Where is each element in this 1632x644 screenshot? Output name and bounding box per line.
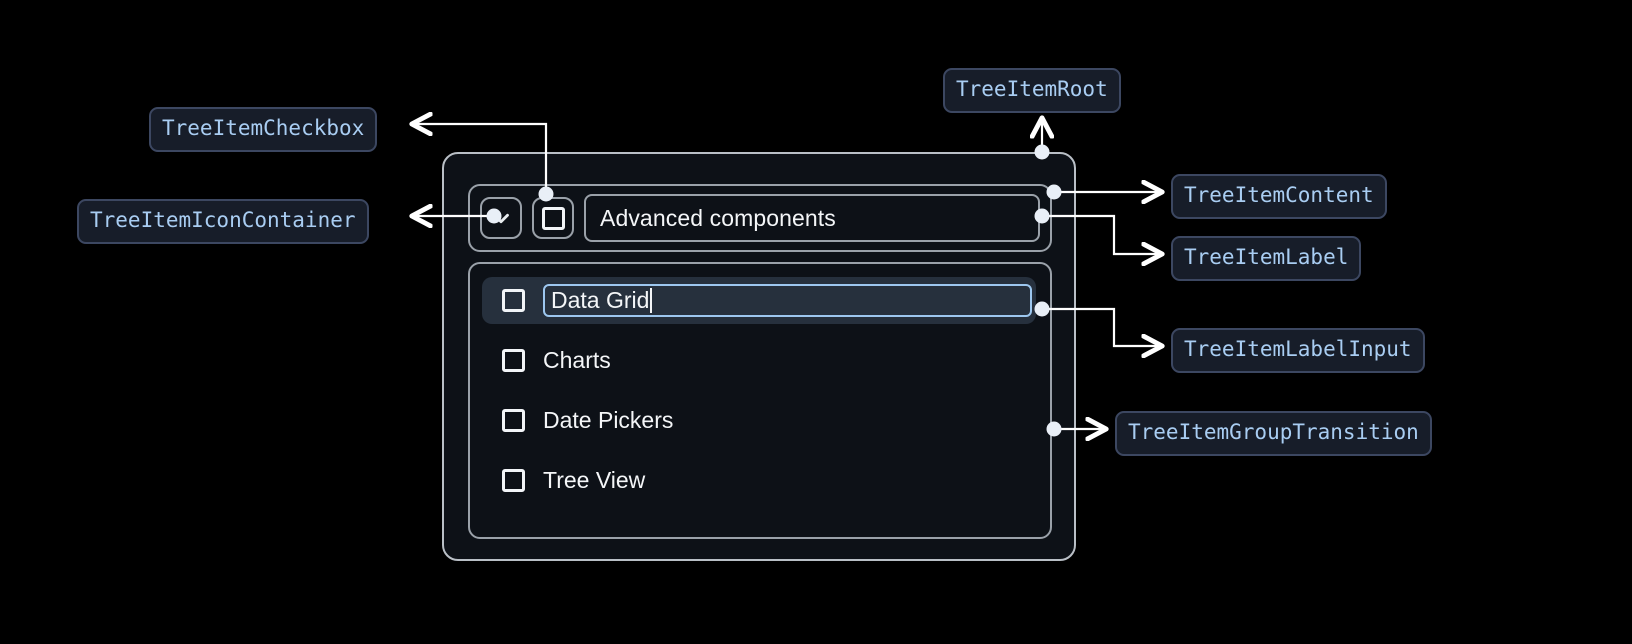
checkbox-square-icon[interactable]: [502, 349, 525, 372]
tree-row[interactable]: Data Grid: [482, 277, 1036, 324]
tree-item-content[interactable]: Advanced components: [468, 184, 1052, 252]
tree-item-label: Charts: [543, 347, 611, 373]
tree-item-label-text: Advanced components: [600, 204, 836, 231]
annotation-badge-tree-item-label[interactable]: TreeItemLabel: [1171, 236, 1362, 281]
tree-item-icon-container[interactable]: [480, 197, 522, 239]
annotation-badge-tree-item-icon-container[interactable]: TreeItemIconContainer: [77, 199, 369, 244]
tree-row[interactable]: Date Pickers: [470, 397, 1050, 444]
tree-item-label: Date Pickers: [543, 407, 674, 433]
tree-item-checkbox[interactable]: [532, 197, 574, 239]
checkbox-square-icon[interactable]: [502, 289, 525, 312]
tree-item-label-input[interactable]: Data Grid: [543, 284, 1032, 317]
tree-item-label[interactable]: Advanced components: [584, 194, 1040, 242]
text-caret: [650, 288, 653, 313]
tree-row[interactable]: Tree View: [470, 457, 1050, 504]
label-input-value: Data Grid: [551, 287, 650, 313]
annotation-badge-tree-item-label-input[interactable]: TreeItemLabelInput: [1171, 328, 1425, 373]
tree-item-root: Advanced components Data Grid Charts Dat…: [442, 152, 1076, 561]
annotation-badge-tree-item-checkbox[interactable]: TreeItemCheckbox: [149, 107, 378, 152]
tree-row[interactable]: Charts: [470, 337, 1050, 384]
tree-item-label: Tree View: [543, 467, 646, 493]
annotation-badge-tree-item-root[interactable]: TreeItemRoot: [943, 68, 1121, 113]
checkbox-square-icon[interactable]: [502, 409, 525, 432]
checkbox-square-icon: [541, 206, 565, 230]
annotation-badge-tree-item-content[interactable]: TreeItemContent: [1171, 174, 1387, 219]
chevron-down-icon: [493, 213, 509, 224]
annotation-badge-tree-item-group-transition[interactable]: TreeItemGroupTransition: [1115, 411, 1432, 456]
checkbox-square-icon[interactable]: [502, 469, 525, 492]
tree-item-group-transition: Data Grid Charts Date Pickers Tree View: [468, 262, 1052, 539]
